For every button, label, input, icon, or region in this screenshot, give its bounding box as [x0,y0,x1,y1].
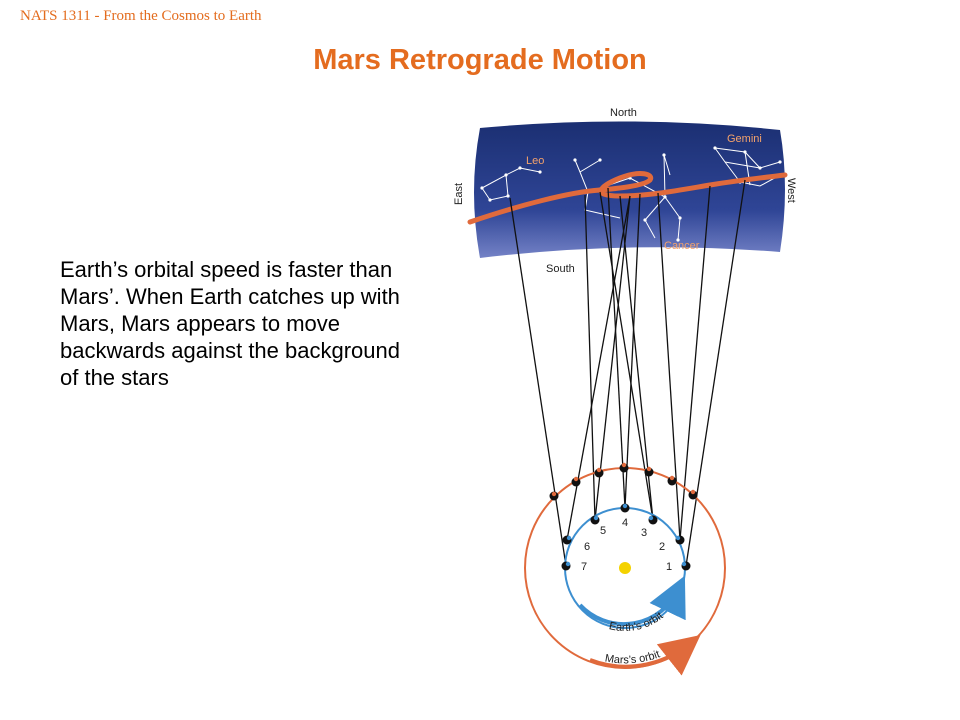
slide-title: Mars Retrograde Motion [313,44,647,76]
earth-orbit-label: Earth’s orbit [608,610,666,634]
position-label-4: 4 [622,517,628,529]
direction-south: South [546,263,575,275]
constellation-label-leo: Leo [526,155,544,167]
mars-apparent-path [467,171,788,225]
mars-orbit-arrow [589,635,701,676]
position-label-1: 1 [666,561,672,573]
constellation-label-gemini: Gemini [727,133,762,145]
constellation-label-cancer: Cancer [664,240,700,252]
direction-west: West [785,178,797,203]
position-label-6: 6 [584,541,590,553]
position-label-2: 2 [659,541,665,553]
sun [619,562,631,574]
position-label-5: 5 [600,525,606,537]
slide-body-text: Earth’s orbital speed is faster than Mar… [60,257,400,390]
direction-east: East [453,183,465,205]
retrograde-diagram: 1 2 3 4 5 6 7 North South East West Leo … [453,107,797,676]
earth-orbit-label-path: Earth’s orbit [608,610,666,634]
sightlines [509,179,746,567]
direction-north: North [610,107,637,119]
position-label-3: 3 [641,527,647,539]
mars-positions [549,462,698,501]
earth-positions [561,503,691,571]
earth-orbit-arrow [578,575,686,627]
course-header: NATS 1311 - From the Cosmos to Earth [20,8,262,24]
position-label-7: 7 [581,561,587,573]
